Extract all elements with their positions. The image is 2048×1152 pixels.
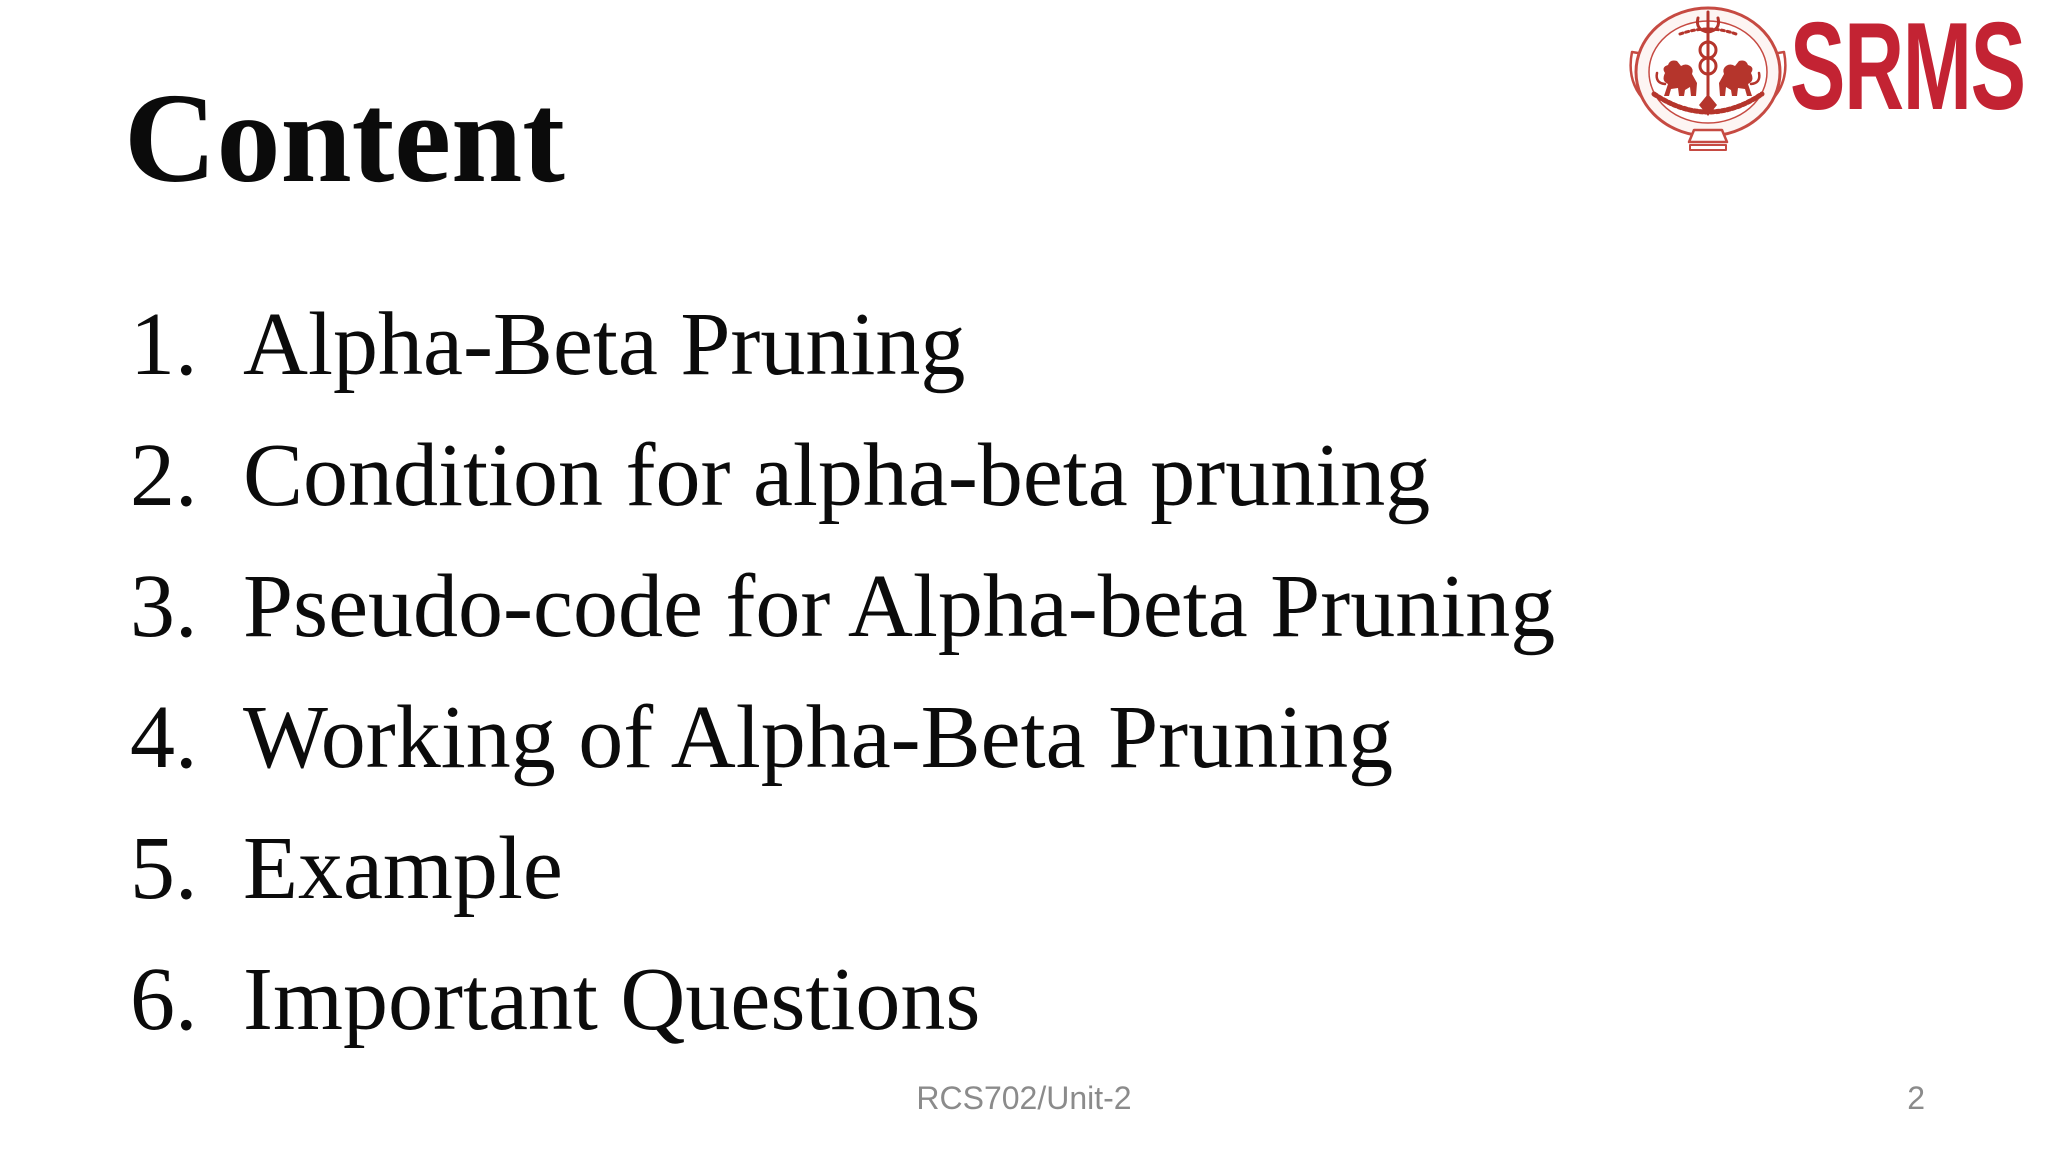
list-item: 5. Example (130, 803, 1555, 934)
content-list: 1. Alpha-Beta Pruning 2. Condition for a… (130, 279, 1555, 1065)
srms-wordmark: SRMS (1790, 0, 2026, 136)
list-item-number: 6. (130, 950, 198, 1049)
list-item: 3. Pseudo-code for Alpha-beta Pruning (130, 541, 1555, 672)
list-item: 1. Alpha-Beta Pruning (130, 279, 1555, 410)
list-item-text: Pseudo-code for Alpha-beta Pruning (243, 557, 1556, 656)
list-item: 6. Important Questions (130, 934, 1555, 1065)
srms-logo: SRMS (1620, 2, 2048, 152)
list-item-text: Alpha-Beta Pruning (243, 295, 966, 394)
slide-title: Content (124, 67, 565, 209)
list-item-number: 5. (130, 819, 198, 918)
footer-page-number: 2 (1907, 1080, 1925, 1116)
list-item-number: 4. (130, 688, 198, 787)
list-item-text: Example (243, 819, 563, 918)
list-item: 2. Condition for alpha-beta pruning (130, 410, 1555, 541)
footer-course-code: RCS702/Unit-2 (916, 1080, 1132, 1116)
list-item-text: Working of Alpha-Beta Pruning (243, 688, 1394, 787)
list-item-number: 2. (130, 426, 198, 525)
srms-crest-icon (1629, 6, 1787, 151)
list-item-text: Condition for alpha-beta pruning (243, 426, 1431, 525)
list-item-text: Important Questions (243, 950, 981, 1049)
list-item-number: 3. (130, 557, 198, 656)
list-item: 4. Working of Alpha-Beta Pruning (130, 672, 1555, 803)
list-item-number: 1. (130, 295, 198, 394)
